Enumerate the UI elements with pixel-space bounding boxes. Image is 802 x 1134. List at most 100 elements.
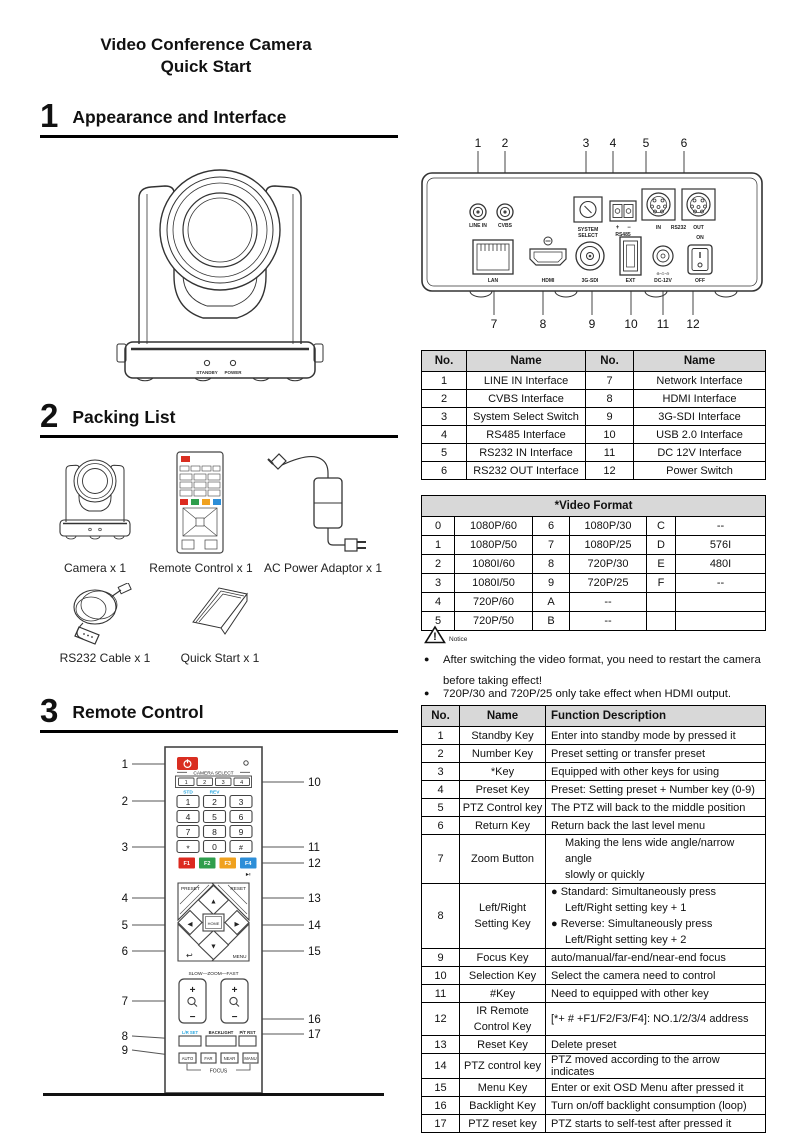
dc-polarity-mark: ⊕-⊙-⊖ bbox=[656, 271, 669, 276]
cell: Preset Key bbox=[459, 780, 546, 799]
rs232-out-label: OUT bbox=[693, 225, 704, 231]
zoom-keys bbox=[178, 978, 249, 1024]
cell: 720P/60 bbox=[454, 592, 533, 612]
backlight-key bbox=[205, 1035, 237, 1047]
up-arrow-icon: ▲ bbox=[210, 899, 217, 906]
cell: Delete preset bbox=[545, 1035, 766, 1054]
zoom-slow-plus: + bbox=[190, 985, 196, 996]
cell: PTZ control key bbox=[459, 1053, 546, 1079]
callout-3: 3 bbox=[583, 136, 590, 150]
packing-label-adaptor: AC Power Adaptor x 1 bbox=[263, 561, 383, 575]
callout-14: 14 bbox=[308, 920, 321, 932]
cell: 1080I/60 bbox=[454, 554, 533, 574]
cell: 4 bbox=[421, 425, 467, 444]
select-key-3: 3 bbox=[222, 780, 225, 786]
cell bbox=[646, 611, 676, 631]
callout-10: 10 bbox=[624, 317, 638, 331]
cell: 720P/25 bbox=[569, 573, 647, 593]
rs485-plus-label: + bbox=[616, 225, 620, 231]
cell: RS485 Interface bbox=[466, 425, 586, 444]
notice-item-1: ● After switching the video format, you … bbox=[424, 650, 779, 692]
callout-4: 4 bbox=[122, 893, 129, 905]
cell: System Select Switch bbox=[466, 407, 586, 426]
select-key-4: 4 bbox=[240, 780, 243, 786]
key-f4: F4 bbox=[245, 861, 252, 867]
callout-9: 9 bbox=[589, 317, 596, 331]
cell: -- bbox=[674, 516, 767, 536]
callout-4: 4 bbox=[610, 136, 617, 150]
cell: 14 bbox=[421, 1053, 460, 1079]
lan-label: LAN bbox=[488, 278, 499, 284]
callout-8: 8 bbox=[540, 317, 547, 331]
callout-9: 9 bbox=[122, 1045, 128, 1057]
rs232-label: RS232 bbox=[671, 225, 687, 231]
remote-power-key bbox=[177, 757, 198, 770]
standby-led-label: STANDBY bbox=[196, 370, 217, 375]
cell: 1080P/50 bbox=[454, 535, 533, 555]
cell: 12 bbox=[585, 461, 634, 480]
cell: Preset setting or transfer preset bbox=[545, 744, 766, 763]
section-2-heading: 2 Packing List bbox=[40, 399, 398, 438]
cell: Need to equipped with other key bbox=[545, 984, 766, 1003]
down-arrow-icon: ▼ bbox=[210, 944, 217, 951]
callout-2: 2 bbox=[122, 796, 128, 808]
packing-label-remote: Remote Control x 1 bbox=[149, 561, 253, 575]
key-5: 5 bbox=[212, 812, 217, 822]
auto-key-label: AUTO bbox=[182, 1056, 194, 1061]
ext-label: EXT bbox=[626, 278, 636, 284]
callout-13: 13 bbox=[308, 893, 321, 905]
page-title-line2: Quick Start bbox=[160, 57, 252, 76]
cell: 6 bbox=[421, 461, 467, 480]
near-key-label: NEAR bbox=[224, 1056, 236, 1061]
cell: 7 bbox=[421, 834, 460, 884]
callout-10: 10 bbox=[308, 777, 321, 789]
cell: 7 bbox=[585, 371, 634, 390]
cell: PTZ starts to self-test after pressed it bbox=[545, 1114, 766, 1133]
cell: 5 bbox=[421, 798, 460, 817]
magnifier-icon bbox=[229, 996, 238, 1006]
col-no-1: No. bbox=[421, 350, 467, 372]
key-8: 8 bbox=[212, 827, 217, 837]
rear-panel-drawing: 1 2 3 4 5 6 7 8 9 10 11 12 bbox=[421, 136, 763, 331]
key-4: 4 bbox=[186, 812, 191, 822]
cell: 3 bbox=[421, 407, 467, 426]
play-pause-icon: ▶‖ bbox=[246, 872, 251, 877]
reset-key-label: RESET bbox=[230, 886, 246, 891]
section-3-title: Remote Control bbox=[72, 702, 204, 722]
key-star: * bbox=[186, 844, 190, 854]
zoom-fast-minus: − bbox=[232, 1012, 238, 1023]
zoom-slow-minus: − bbox=[190, 1012, 196, 1023]
cell: Network Interface bbox=[633, 371, 766, 390]
key-7: 7 bbox=[186, 827, 191, 837]
cell: 5 bbox=[421, 443, 467, 462]
col-no-2: No. bbox=[585, 350, 634, 372]
packing-quickstart-drawing bbox=[192, 587, 248, 635]
cell: 1 bbox=[421, 535, 455, 555]
system-select-label-1: SYSTEM bbox=[578, 227, 599, 233]
section-3-number: 3 bbox=[40, 692, 59, 729]
camera-select-keys: 1 2 3 4 bbox=[185, 780, 244, 786]
packing-label-camera: Camera x 1 bbox=[63, 561, 127, 575]
cell: #Key bbox=[459, 984, 546, 1003]
cell: CVBS Interface bbox=[466, 389, 586, 408]
section-1-number: 1 bbox=[40, 97, 59, 134]
video-format-title: *Video Format bbox=[420, 495, 767, 517]
cell: -- bbox=[569, 592, 647, 612]
cell: 8 bbox=[532, 554, 570, 574]
key-f1: F1 bbox=[183, 861, 189, 867]
cell: A bbox=[532, 592, 570, 612]
cell: 480I bbox=[674, 554, 767, 574]
interface-table-header: No. Name No. Name bbox=[421, 350, 766, 372]
left-column-bottom-rule bbox=[43, 1093, 384, 1096]
